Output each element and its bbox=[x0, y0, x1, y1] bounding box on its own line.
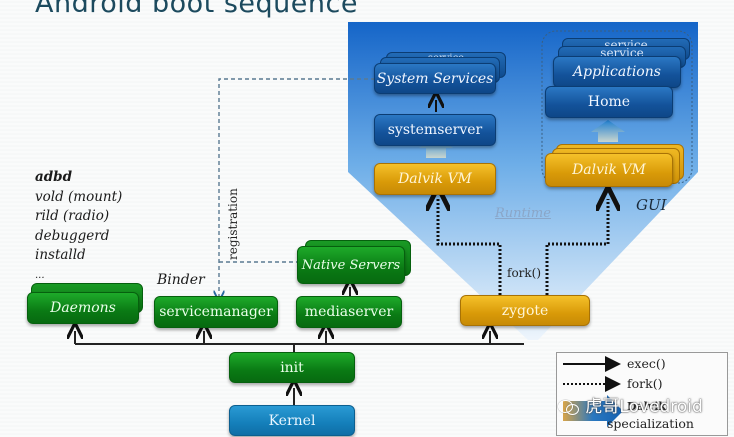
registration-label: registration bbox=[226, 188, 240, 260]
daemon-list: adbd vold (mount) rild (radio) debuggerd… bbox=[35, 168, 122, 285]
binder-label: Binder bbox=[157, 272, 205, 288]
daemon-item: ... bbox=[35, 269, 45, 281]
page-title: Android boot sequence bbox=[35, 0, 358, 19]
native-servers-box: Native Servers bbox=[297, 246, 405, 284]
daemon-item: rild (radio) bbox=[35, 208, 110, 224]
legend: exec() fork() Dalvik specialization bbox=[556, 352, 728, 436]
kernel-box: Kernel bbox=[229, 405, 355, 436]
gui-group-box bbox=[541, 30, 693, 184]
system-services-box: System Services bbox=[374, 63, 496, 94]
legend-exec-label: exec() bbox=[627, 356, 666, 371]
zygote-box: zygote bbox=[460, 295, 590, 326]
legend-dalvik-label: Dalvik bbox=[627, 400, 667, 413]
daemon-item: installd bbox=[35, 247, 86, 263]
systemserver-box: systemserver bbox=[374, 114, 496, 146]
daemon-item: debuggerd bbox=[35, 227, 110, 244]
runtime-label: Runtime bbox=[495, 206, 551, 221]
legend-fork-label: fork() bbox=[627, 376, 663, 391]
legend-specialization-label: specialization bbox=[607, 416, 694, 431]
registration-line bbox=[219, 78, 375, 296]
fork-label: fork() bbox=[507, 266, 542, 280]
dalvik-vm-system-box: Dalvik VM bbox=[374, 163, 496, 195]
mediaserver-box: mediaserver bbox=[296, 296, 402, 328]
daemon-item: vold (mount) bbox=[35, 188, 123, 205]
applications-box: Applications bbox=[553, 56, 681, 88]
home-box: Home bbox=[545, 86, 673, 118]
fork-line-system bbox=[438, 199, 502, 295]
init-box: init bbox=[229, 352, 355, 383]
daemons-box: Daemons bbox=[27, 292, 139, 324]
fork-line-gui bbox=[545, 199, 608, 295]
specialization-arrow-system bbox=[419, 136, 453, 158]
watermark-text: 虎哥Lovedroid bbox=[585, 397, 703, 417]
gui-label: GUI bbox=[636, 196, 667, 214]
wechat-icon bbox=[558, 398, 580, 415]
servicemanager-box: servicemanager bbox=[154, 296, 278, 328]
dalvik-vm-gui-box: Dalvik VM bbox=[545, 153, 673, 187]
watermark: 虎哥Lovedroid bbox=[558, 392, 703, 417]
legend-specialization-arrow bbox=[563, 395, 623, 427]
specialization-arrow-gui bbox=[591, 120, 625, 142]
daemon-item: adbd bbox=[35, 169, 73, 185]
